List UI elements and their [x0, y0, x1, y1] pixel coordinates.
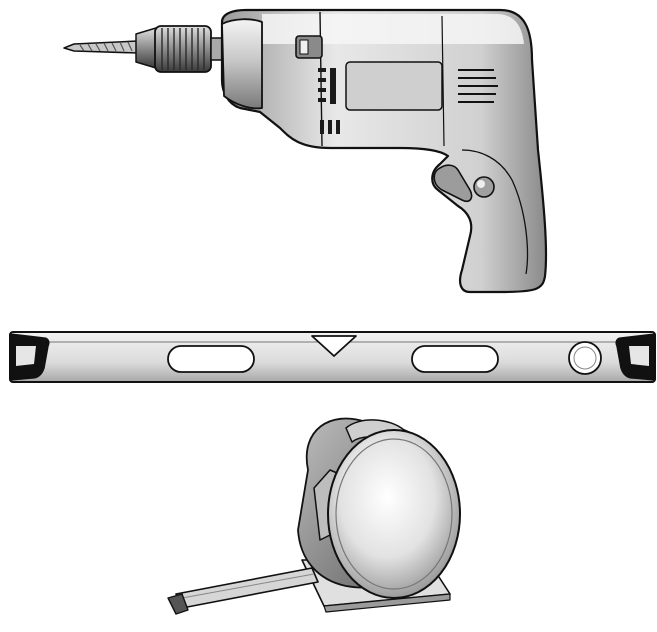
lower-vents [320, 120, 340, 134]
power-drill [63, 8, 548, 294]
front-vents [318, 68, 336, 104]
drill-chuck [135, 25, 224, 73]
lock-button [473, 176, 495, 198]
label-panel [345, 61, 443, 111]
drill-collar [221, 18, 263, 110]
tape-case-face [327, 429, 461, 599]
trigger [433, 164, 473, 203]
tape-blade [175, 567, 319, 609]
tape-measure [167, 417, 461, 615]
drill-body [220, 8, 548, 294]
level-vial-notch [311, 335, 357, 357]
tape-hook [167, 593, 189, 615]
spirit-level [9, 331, 656, 383]
drill-bit [63, 40, 139, 54]
left-hand-hole [167, 345, 255, 373]
right-hand-hole [411, 345, 499, 373]
rear-vents [458, 69, 498, 103]
